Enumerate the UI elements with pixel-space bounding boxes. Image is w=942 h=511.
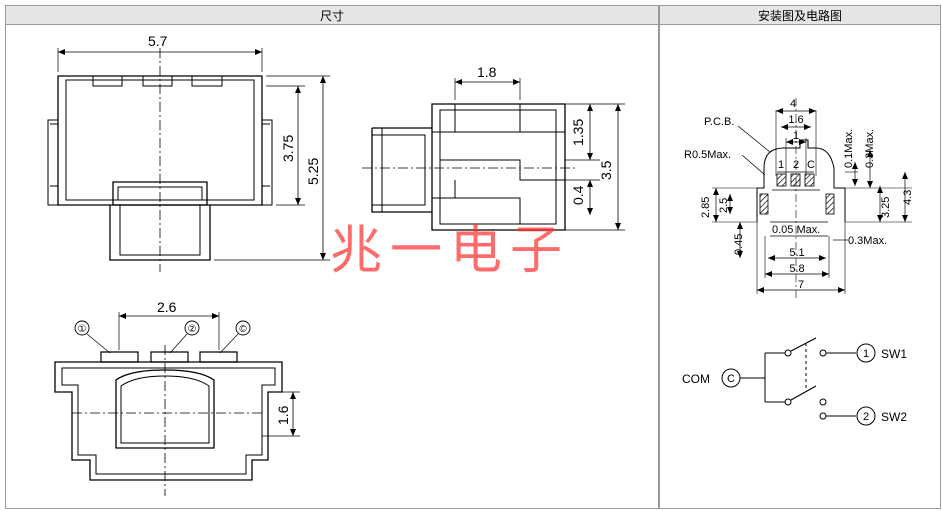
pcb-pin-1: 1 — [778, 159, 784, 171]
sw1-pin: 1 — [863, 348, 869, 360]
pcb-max03: 0.3Max. — [864, 129, 876, 168]
front-view — [47, 48, 330, 272]
dim-front-width: 5.7 — [148, 33, 168, 49]
dim-front-body-height: 3.75 — [280, 135, 296, 162]
sw1-label: SW1 — [881, 347, 907, 361]
dim-front-total-height: 5.25 — [305, 158, 321, 185]
dim-bottom-offset: 1.6 — [275, 405, 291, 425]
pcb-pin-2: 2 — [793, 159, 799, 171]
pcb-h43: 4.3 — [902, 190, 914, 205]
pcb-d03: 0.3Max. — [848, 235, 887, 247]
watermark: 兆一电子 — [330, 221, 570, 281]
installation-panel — [659, 25, 941, 509]
sw2-pin: 2 — [863, 411, 869, 423]
header-dimensions: 尺寸 — [5, 5, 659, 25]
pcb-h25: 2.5 — [718, 198, 730, 213]
dim-side-h1: 1.35 — [570, 119, 586, 146]
pcb-w4: 4 — [790, 98, 796, 110]
com-pin: C — [727, 373, 735, 385]
side-view — [362, 78, 625, 231]
dim-side-total: 3.5 — [598, 160, 614, 180]
header-installation-circuit: 安装图及电路图 — [659, 5, 941, 25]
pcb-max01: 0.1Max. — [843, 129, 855, 168]
pcb-h285: 2.85 — [700, 197, 712, 218]
pcb-w1: 1 — [793, 130, 799, 142]
pcb-label: P.C.B. — [704, 116, 734, 128]
pcb-w51: 5.1 — [789, 247, 804, 259]
dimensions-panel — [5, 25, 659, 509]
pin-c-label: © — [239, 324, 247, 335]
radius-label: R0.5Max. — [684, 149, 731, 161]
circuit-diagram — [721, 337, 876, 426]
pcb-layout — [712, 98, 912, 300]
pin-1-label: ① — [78, 324, 87, 335]
pcb-h325: 3.25 — [880, 197, 892, 218]
sw2-label: SW2 — [881, 410, 907, 424]
pcb-d005: 0.05 Max. — [772, 224, 820, 236]
pcb-w16: 1.6 — [788, 114, 803, 126]
pin-2-label: ② — [188, 324, 197, 335]
com-label: COM — [682, 372, 710, 386]
dim-bottom-pitch: 2.6 — [157, 299, 177, 315]
pcb-w7: 7 — [798, 279, 804, 291]
pcb-d045: 0.45 — [733, 234, 745, 255]
dim-side-h2: 0.4 — [570, 185, 586, 205]
dim-side-top-width: 1.8 — [477, 64, 497, 80]
bottom-view — [54, 312, 300, 496]
pcb-w58: 5.8 — [789, 263, 804, 275]
pcb-pin-c: C — [807, 159, 815, 171]
